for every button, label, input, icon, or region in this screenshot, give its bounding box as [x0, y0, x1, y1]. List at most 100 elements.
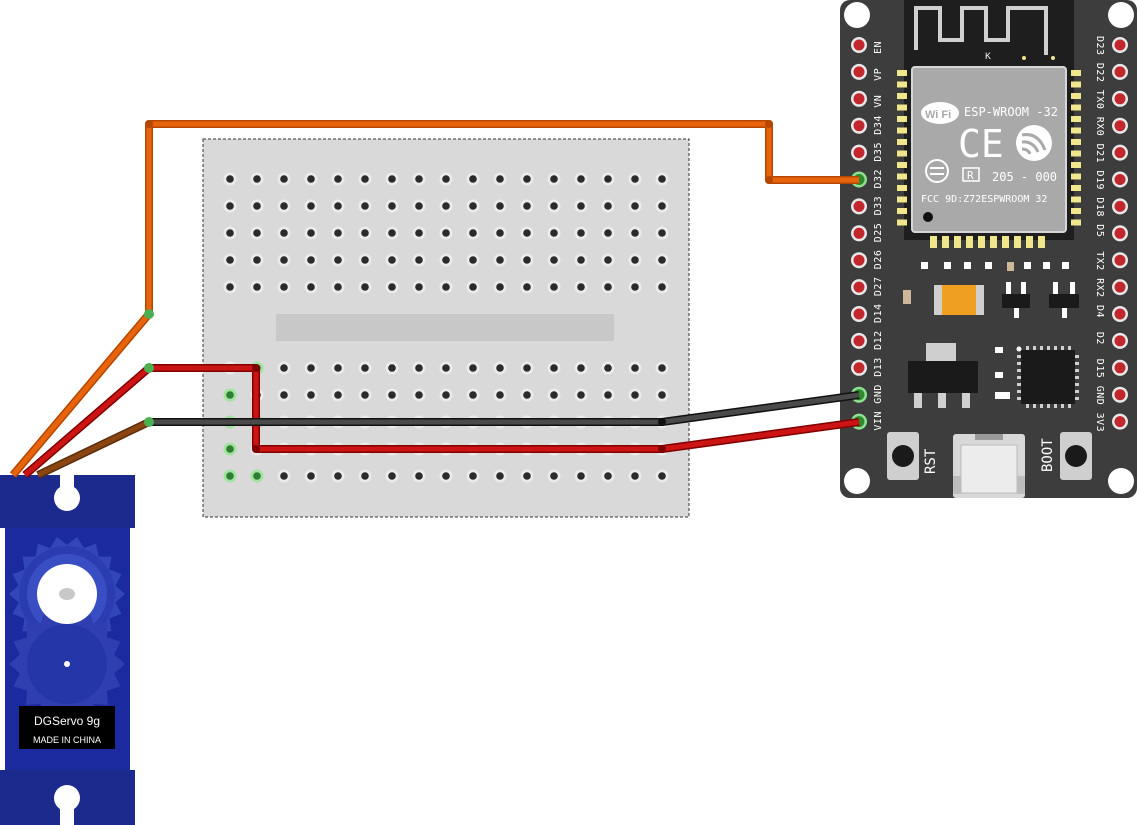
chip-pin: [1075, 362, 1079, 365]
breadboard-hole-center: [658, 283, 666, 291]
breadboard-hole-center: [388, 202, 396, 210]
breadboard-hole-center: [523, 175, 531, 183]
breadboard-hole-center: [442, 175, 450, 183]
breadboard-hole-center: [577, 391, 585, 399]
pin-center: [853, 200, 865, 212]
breadboard-hole-center: [577, 202, 585, 210]
breadboard-hole-center: [361, 391, 369, 399]
breadboard: [202, 138, 690, 518]
module-pad: [897, 81, 907, 88]
breadboard-hole-center: [550, 391, 558, 399]
breadboard-hole-center: [415, 472, 423, 480]
pin-center: [1114, 147, 1126, 159]
breadboard-hole-center: [631, 202, 639, 210]
breadboard-hole-center: [253, 283, 261, 291]
boot-button[interactable]: [1060, 432, 1092, 480]
wire-power-servo-to-breadboard-core: [23, 365, 860, 477]
breadboard-center-channel: [276, 314, 614, 341]
module-pad: [1026, 236, 1033, 248]
breadboard-hole-center: [280, 202, 288, 210]
breadboard-hole-center: [226, 175, 234, 183]
breadboard-hole-center: [280, 364, 288, 372]
pin-label: RX2: [1094, 278, 1105, 298]
breadboard-hole-center: [523, 283, 531, 291]
pin-label: VIN: [873, 411, 884, 431]
breadboard-hole-center: [334, 391, 342, 399]
breadboard-hole-center: [442, 391, 450, 399]
breadboard-hole-center: [550, 364, 558, 372]
breadboard-hole-center: [604, 364, 612, 372]
breadboard-hole-center: [226, 256, 234, 264]
pin-center: [853, 93, 865, 105]
pin-center: [853, 66, 865, 78]
breadboard-hole-center: [550, 256, 558, 264]
module-pad: [897, 104, 907, 111]
breadboard-hole-center: [307, 283, 315, 291]
module-pad: [978, 236, 985, 248]
breadboard-hole-center: [307, 472, 315, 480]
breadboard-hole-center: [361, 175, 369, 183]
breadboard-hole-center: [253, 256, 261, 264]
breadboard-hole-center: [469, 229, 477, 237]
breadboard-hole-center: [523, 391, 531, 399]
wire-endpoint: [144, 363, 154, 373]
pin-label: D22: [1094, 63, 1105, 83]
breadboard-hole-center: [658, 472, 666, 480]
pin-label: D18: [1094, 197, 1105, 217]
module-pad: [897, 173, 907, 180]
module-pad: [1071, 185, 1081, 191]
breadboard-hole-center: [577, 472, 585, 480]
breadboard-hole-center: [469, 283, 477, 291]
pin-label: VN: [873, 95, 884, 108]
pin-center: [853, 308, 865, 320]
breadboard-hole-center: [280, 256, 288, 264]
chip-pin: [1075, 397, 1079, 400]
breadboard-hole-center: [334, 283, 342, 291]
pin-label: 3V3: [1094, 413, 1105, 433]
module-pad: [1071, 127, 1081, 134]
pin-label: D13: [873, 357, 884, 377]
antenna-letter: K: [985, 51, 991, 61]
module-pad: [1071, 93, 1081, 99]
breadboard-hole-center: [523, 229, 531, 237]
module-pad: [1071, 150, 1081, 157]
pin-center: [853, 335, 865, 347]
breadboard-hole-center: [361, 256, 369, 264]
pin-label: GND: [873, 384, 884, 404]
module-pad: [1071, 104, 1081, 111]
module-pad: [897, 93, 907, 99]
breadboard-hole-center: [469, 364, 477, 372]
module-pad: [966, 236, 973, 248]
module-pad: [1071, 196, 1081, 203]
breadboard-hole-center: [604, 175, 612, 183]
breadboard-hole-center: [280, 175, 288, 183]
pin-center: [1114, 120, 1126, 132]
micro-usb-port[interactable]: [953, 434, 1025, 498]
breadboard-hole-center: [280, 472, 288, 480]
wire-bend: [765, 176, 773, 184]
breadboard-hole-center: [361, 364, 369, 372]
breadboard-hole-center: [577, 256, 585, 264]
chip-pin: [1061, 404, 1064, 408]
esp32-board: K Wi Fi ESP-WROOM -32 CE R 205 - 000 FCC…: [840, 0, 1137, 498]
breadboard-hole-center: [361, 472, 369, 480]
pin-center: [853, 227, 865, 239]
mounting-hole: [844, 468, 870, 494]
breadboard-hole-center: [334, 256, 342, 264]
rst-button[interactable]: [887, 432, 919, 480]
right-pin-labels: D23D22TX0RX0D21D19D18D5TX2RX2D4D2D15GND3…: [1094, 36, 1105, 432]
breadboard-hole-center: [469, 175, 477, 183]
wire-bend: [658, 418, 666, 426]
pin-center: [1114, 227, 1126, 239]
wire-endpoint: [144, 417, 154, 427]
chip-pin: [1075, 369, 1079, 372]
breadboard-hole-center: [442, 283, 450, 291]
breadboard-hole-center: [469, 256, 477, 264]
cert-r-box: [962, 167, 980, 182]
pin-label: D27: [873, 277, 884, 297]
servo-origin: MADE IN CHINA: [33, 735, 101, 745]
mounting-hole: [844, 2, 870, 28]
module-pad: [897, 185, 907, 191]
breadboard-hole-center: [415, 175, 423, 183]
chip-pin: [1075, 390, 1079, 393]
